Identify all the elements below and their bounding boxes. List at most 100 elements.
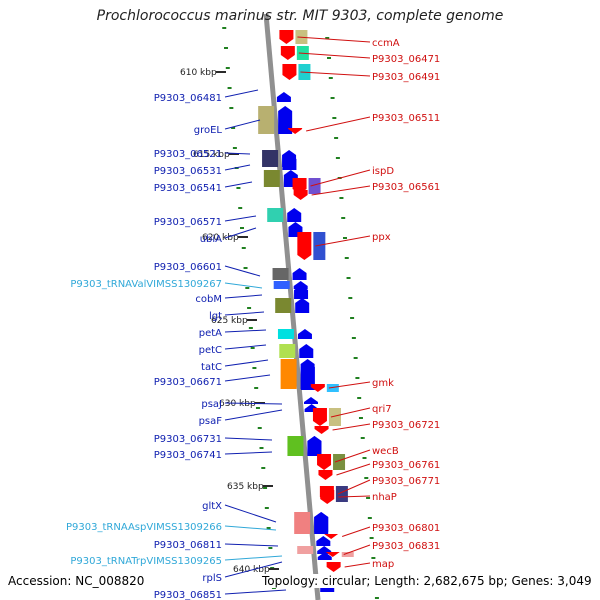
gene-feature-box bbox=[297, 546, 314, 554]
reverse-gene-label[interactable]: nhaP bbox=[372, 492, 397, 503]
forward-gene-arrow[interactable] bbox=[295, 298, 310, 313]
forward-gene-arrow[interactable] bbox=[294, 285, 309, 299]
reverse-gene-arrow[interactable] bbox=[293, 190, 308, 200]
gene-feature-box bbox=[272, 268, 289, 280]
forward-gene-label[interactable]: ubiA bbox=[200, 234, 222, 245]
reverse-gene-label[interactable]: ispD bbox=[372, 166, 394, 177]
forward-gene-label[interactable]: petA bbox=[199, 328, 222, 339]
forward-gene-label[interactable]: psaF bbox=[199, 416, 223, 427]
forward-gene-label[interactable]: P9303_06521 bbox=[154, 149, 222, 160]
reverse-gene-label[interactable]: map bbox=[372, 559, 394, 570]
reverse-gene-label[interactable]: P9303_06721 bbox=[372, 420, 440, 431]
gene-leader-line bbox=[330, 407, 371, 418]
reverse-gene-label[interactable]: P9303_06771 bbox=[372, 476, 440, 487]
topology-label: Topology: circular; Length: 2,682,675 bp… bbox=[262, 574, 592, 588]
forward-gene-label[interactable]: P9303_06571 bbox=[154, 217, 222, 228]
reverse-gene-arrow[interactable] bbox=[312, 408, 327, 426]
forward-gene-label[interactable]: P9303_tRNAValVIMSS1309267 bbox=[70, 279, 222, 290]
reverse-gene-arrow[interactable] bbox=[280, 46, 295, 60]
gene-feature-box bbox=[258, 106, 275, 134]
reverse-gene-label[interactable]: wecB bbox=[372, 446, 399, 457]
gene-leader-line bbox=[336, 463, 371, 476]
map-title: Prochlorococcus marinus str. MIT 9303, c… bbox=[96, 8, 504, 24]
reverse-gene-arrow[interactable] bbox=[324, 534, 339, 539]
forward-gene-label[interactable]: petC bbox=[199, 345, 222, 356]
forward-gene-label[interactable]: P9303_06851 bbox=[154, 590, 222, 600]
reverse-gene-label[interactable]: ppx bbox=[372, 232, 391, 243]
gene-leader-line bbox=[338, 495, 371, 498]
forward-gene-label[interactable]: P9303_06481 bbox=[154, 93, 222, 104]
reverse-gene-arrow[interactable] bbox=[297, 232, 312, 260]
reverse-gene-label[interactable]: qri7 bbox=[372, 404, 392, 415]
forward-gene-label[interactable]: P9303_06811 bbox=[154, 540, 222, 551]
forward-gene-label[interactable]: P9303_tRNAAspVIMSS1309266 bbox=[66, 522, 222, 533]
gene-leader-line bbox=[224, 359, 269, 367]
forward-gene-arrow[interactable] bbox=[293, 281, 308, 289]
gene-leader-line bbox=[224, 409, 283, 421]
gene-leader-line bbox=[332, 423, 371, 431]
forward-gene-arrow[interactable] bbox=[307, 436, 322, 456]
forward-gene-arrow[interactable] bbox=[282, 154, 297, 170]
forward-gene-arrow[interactable] bbox=[300, 362, 315, 390]
reverse-gene-label[interactable]: ccmA bbox=[372, 38, 400, 49]
gene-leader-line bbox=[224, 181, 253, 188]
gene-leader-line bbox=[337, 479, 371, 495]
reverse-gene-label[interactable]: P9303_06801 bbox=[372, 523, 440, 534]
kbp-marker: 620 kbp bbox=[202, 233, 239, 243]
kbp-marker: 630 kbp bbox=[219, 399, 256, 409]
reverse-gene-arrow[interactable] bbox=[325, 552, 340, 557]
forward-gene-label[interactable]: groEL bbox=[194, 125, 223, 136]
reverse-gene-arrow[interactable] bbox=[282, 64, 297, 80]
reverse-gene-arrow[interactable] bbox=[320, 490, 335, 504]
forward-gene-label[interactable]: P9303_06741 bbox=[154, 450, 222, 461]
forward-gene-label[interactable]: lgt bbox=[209, 311, 222, 322]
gene-leader-line bbox=[224, 215, 257, 222]
gene-feature-box bbox=[273, 281, 290, 289]
gene-leader-line bbox=[224, 152, 251, 155]
forward-gene-label[interactable]: rplS bbox=[202, 573, 222, 584]
forward-gene-label[interactable]: cobM bbox=[195, 294, 222, 305]
reverse-gene-label[interactable]: P9303_06831 bbox=[372, 541, 440, 552]
forward-gene-arrow[interactable] bbox=[287, 208, 302, 222]
gene-leader-line bbox=[224, 311, 265, 316]
reverse-gene-label[interactable]: P9303_06511 bbox=[372, 113, 440, 124]
forward-gene-label[interactable]: P9303_06541 bbox=[154, 183, 222, 194]
gene-leader-line bbox=[315, 235, 371, 247]
reverse-gene-arrow[interactable] bbox=[326, 562, 341, 572]
reverse-gene-label[interactable]: P9303_06761 bbox=[372, 460, 440, 471]
forward-gene-label[interactable]: P9303_06731 bbox=[154, 434, 222, 445]
forward-gene-arrow[interactable] bbox=[314, 512, 329, 532]
reverse-gene-arrow[interactable] bbox=[318, 470, 333, 480]
forward-gene-label[interactable]: P9303_tRNATrpVIMSS1309265 bbox=[70, 556, 222, 567]
gene-feature-box bbox=[328, 408, 341, 426]
gene-leader-line bbox=[224, 227, 257, 239]
gene-feature-box bbox=[341, 552, 354, 557]
forward-gene-label[interactable]: tatC bbox=[201, 362, 222, 373]
forward-gene-arrow[interactable] bbox=[278, 106, 293, 134]
gene-leader-line bbox=[343, 544, 371, 555]
forward-gene-arrow[interactable] bbox=[299, 344, 314, 358]
forward-gene-arrow[interactable] bbox=[303, 397, 318, 404]
reverse-gene-label[interactable]: gmk bbox=[372, 378, 394, 389]
reverse-gene-label[interactable]: P9303_06561 bbox=[372, 182, 440, 193]
reverse-gene-arrow[interactable] bbox=[314, 426, 329, 434]
forward-gene-label[interactable]: P9303_06671 bbox=[154, 377, 222, 388]
reverse-gene-arrow[interactable] bbox=[310, 384, 325, 392]
reverse-gene-label[interactable]: P9303_06491 bbox=[372, 72, 440, 83]
forward-gene-arrow[interactable] bbox=[292, 268, 307, 280]
forward-gene-arrow[interactable] bbox=[316, 536, 331, 546]
reverse-gene-arrow[interactable] bbox=[317, 454, 332, 470]
forward-gene-label[interactable]: P9303_06601 bbox=[154, 262, 222, 273]
kbp-marker: 610 kbp bbox=[180, 68, 217, 78]
forward-gene-arrow[interactable] bbox=[276, 92, 291, 102]
forward-gene-label[interactable]: P9303_06531 bbox=[154, 166, 222, 177]
forward-gene-label[interactable]: psaJ bbox=[201, 399, 222, 410]
reverse-gene-arrow[interactable] bbox=[279, 30, 294, 44]
gene-leader-line bbox=[224, 119, 261, 130]
forward-gene-arrow[interactable] bbox=[317, 552, 332, 560]
forward-gene-arrow[interactable] bbox=[297, 329, 312, 339]
gene-leader-line bbox=[224, 525, 277, 531]
reverse-gene-arrow[interactable] bbox=[288, 128, 303, 134]
reverse-gene-label[interactable]: P9303_06471 bbox=[372, 54, 440, 65]
forward-gene-label[interactable]: gltX bbox=[202, 501, 222, 512]
